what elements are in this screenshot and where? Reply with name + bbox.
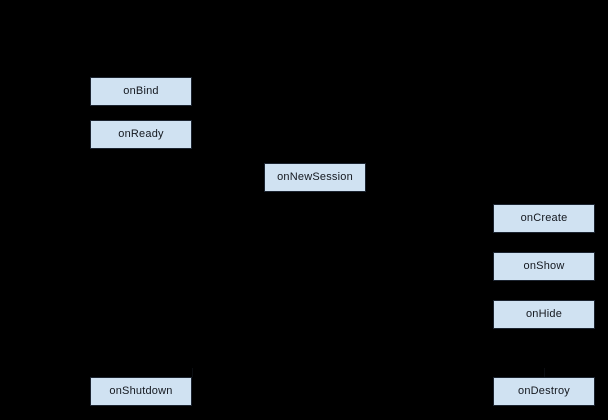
node-oncreate[interactable]: onCreate: [493, 204, 595, 233]
node-onready[interactable]: onReady: [90, 120, 192, 149]
node-label: onHide: [525, 308, 563, 320]
node-label: onDestroy: [518, 385, 570, 397]
node-onshow[interactable]: onShow: [493, 252, 595, 281]
node-label: onReady: [118, 128, 164, 140]
node-onhide[interactable]: onHide: [493, 300, 595, 329]
node-label: onShutdown: [109, 385, 173, 397]
node-ondestroy[interactable]: onDestroy: [493, 377, 595, 406]
connector-onhide-ondestroy: [544, 368, 545, 377]
node-label: onCreate: [520, 212, 568, 224]
node-onshutdown[interactable]: onShutdown: [90, 377, 192, 406]
connector-onready-onshutdown: [192, 368, 193, 377]
node-onbind[interactable]: onBind: [90, 77, 192, 106]
node-label: onNewSession: [277, 171, 353, 183]
node-onnewsession[interactable]: onNewSession: [264, 163, 366, 192]
node-label: onBind: [123, 85, 159, 97]
node-label: onShow: [523, 260, 565, 272]
